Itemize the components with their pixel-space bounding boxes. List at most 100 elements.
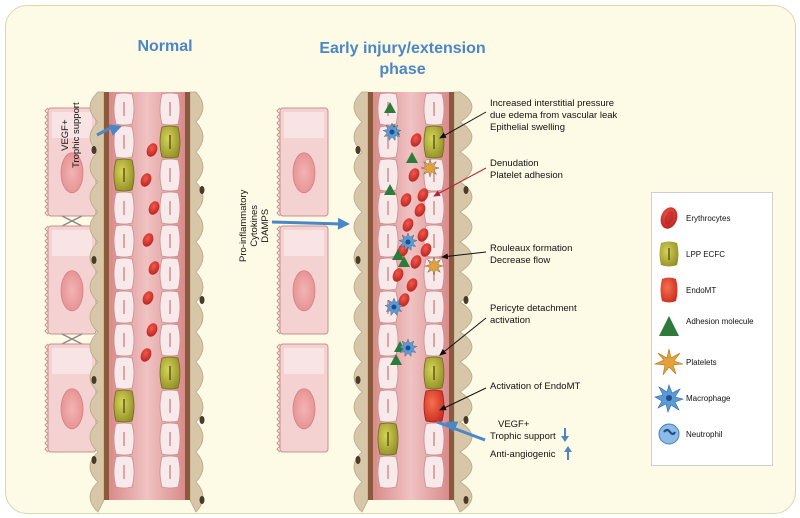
adhesion-molecule-icon	[659, 316, 679, 336]
annotation-denudation-line2: Platelet adhesion	[490, 170, 563, 181]
epithelial-cell-highlight	[284, 348, 324, 374]
title-normal: Normal	[137, 38, 193, 55]
injured-vessel	[353, 91, 473, 513]
annotation-edema-line1: Increased interstitial pressure	[490, 98, 615, 109]
erythrocyte	[402, 218, 414, 232]
adhesion-molecule	[406, 152, 418, 163]
epithelial-cell-edge	[44, 343, 49, 453]
lpp-ecfc-icon	[659, 241, 679, 267]
legend-item-platelets: Platelets	[652, 347, 772, 381]
pericyte-nucleus	[355, 146, 361, 154]
annotation-pericyte-line1: Pericyte detachment	[490, 303, 577, 314]
epithelial-cell	[276, 107, 329, 217]
pericyte-nucleus	[355, 376, 361, 384]
annotation-edema-line2: due edema from vascular leak	[490, 110, 618, 121]
legend-label-lpp-ecfc: LPP ECFC	[686, 250, 725, 259]
epithelial-nucleus	[60, 388, 84, 430]
erythrocyte	[148, 261, 160, 275]
erythrocyte	[398, 293, 410, 307]
epithelial-nucleus	[60, 270, 84, 312]
vegf-arrow	[436, 420, 486, 442]
adhesion-molecule	[384, 102, 396, 113]
platelet	[424, 256, 444, 276]
adhesion-molecule	[392, 249, 404, 260]
adhesion-molecule	[398, 256, 410, 267]
erythrocyte	[408, 168, 420, 182]
cytokine-arrow	[271, 220, 343, 226]
normal-vessel	[89, 91, 205, 513]
epithelial-cell-edge	[44, 107, 49, 217]
legend-label-endomt: EndoMT	[686, 286, 717, 295]
macrophage-nucleus	[389, 129, 395, 135]
epithelial-nucleus	[292, 388, 316, 430]
legend-label-macrophage: Macrophage	[686, 394, 731, 403]
cytokine-arrow-head	[337, 217, 350, 230]
annotation-rouleaux-line2: Decrease flow	[490, 255, 551, 266]
cell-junction	[61, 215, 83, 227]
annotation-bottom-line2: Trophic support	[490, 431, 556, 442]
left-cell-label-line1: VEGF+	[60, 119, 71, 151]
legend-item-lpp-ecfc: LPP ECFC	[652, 239, 772, 273]
legend-label-platelets: Platelets	[686, 358, 717, 367]
pericyte-layer-right	[189, 91, 204, 513]
epithelial-cell-highlight	[52, 112, 92, 138]
annotation-pericyte-line2: activation	[490, 315, 531, 326]
pericyte-nucleus	[355, 256, 361, 264]
down-arrow-head	[561, 436, 569, 442]
annotation-denudation-line1: Denudation	[490, 158, 539, 169]
erythrocyte	[146, 143, 158, 157]
erythrocyte	[410, 133, 422, 147]
left-cell-label-line2: Trophic support	[71, 102, 82, 168]
leader-arrow	[439, 317, 487, 356]
epithelial-cell-edge	[276, 225, 281, 335]
pericyte-layer-left	[353, 91, 369, 513]
pericyte-layer-right	[453, 91, 473, 513]
epithelial-cell	[276, 225, 329, 335]
erythrocyte	[146, 323, 158, 337]
epithelial-cell-highlight	[284, 230, 324, 256]
macrophage-nucleus	[391, 304, 397, 310]
middle-cell-label-line3: DAMPS	[260, 208, 271, 243]
legend-item-neutrophil: Neutrophil	[652, 419, 772, 453]
macrophage-icon	[654, 384, 684, 413]
pericyte-layer-left	[89, 91, 105, 513]
neutrophil-icon	[658, 423, 680, 445]
legend-item-erythrocytes: Erythrocytes	[652, 203, 772, 237]
epithelial-nucleus	[292, 152, 316, 194]
epithelial-cell-edge	[276, 107, 281, 217]
erythrocyte	[392, 268, 404, 282]
legend-label-adhesion: Adhesion molecule	[686, 317, 754, 326]
annotation-edema-line3: Epithelial swelling	[490, 122, 565, 133]
erythrocyte	[417, 188, 429, 202]
epithelial-nucleus	[292, 270, 316, 312]
pericyte-nucleus	[91, 146, 97, 154]
annotation-bottom-line1: VEGF+	[498, 419, 530, 430]
erythrocyte	[142, 291, 154, 305]
pericyte-nucleus	[91, 376, 97, 384]
epithelial-cell	[276, 343, 329, 453]
vessels-layer	[89, 91, 473, 513]
annotation-endomt: Activation of EndoMT	[490, 381, 580, 393]
erythrocyte	[142, 233, 154, 247]
left-cell-label: VEGF+ Trophic support	[60, 102, 82, 168]
endomt-icon	[660, 277, 678, 303]
erythrocyte	[417, 228, 429, 242]
epithelial-nucleus	[60, 152, 84, 194]
epithelial-cell	[44, 343, 97, 453]
erythrocyte-icon	[660, 207, 678, 229]
annotation-pericyte: Pericyte detachment activation	[490, 303, 577, 327]
pericyte-nucleus	[463, 416, 469, 424]
erythrocyte	[420, 243, 432, 257]
pericyte-nucleus	[199, 186, 205, 194]
legend-label-neutrophil: Neutrophil	[686, 430, 723, 439]
leader-arrow	[439, 111, 487, 139]
pericyte-nucleus	[199, 416, 205, 424]
endomt-cell	[423, 389, 445, 423]
middle-cell-label: Pro-inflammatory Cytokines DAMPS	[238, 190, 271, 262]
macrophage-nucleus	[405, 239, 411, 245]
pericyte-nucleus	[199, 496, 205, 504]
up-arrow-head	[564, 446, 572, 452]
pericyte-nucleus	[463, 186, 469, 194]
erythrocyte	[140, 348, 152, 362]
